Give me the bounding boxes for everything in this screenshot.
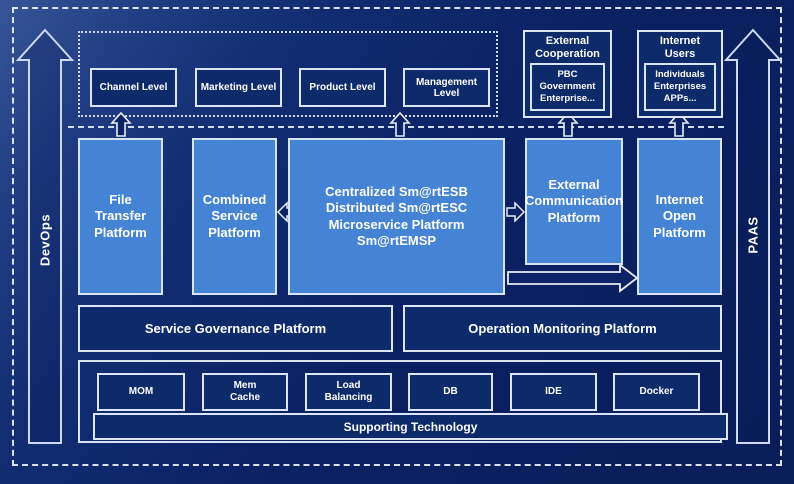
tech-box-ide: IDE (510, 373, 597, 411)
external-cooperation-box: External Cooperation PBC Government Ente… (523, 30, 612, 118)
platform-box-external-communication: External Communication Platform (525, 138, 623, 265)
supporting-technology-bar: Supporting Technology (93, 413, 728, 440)
internet-users-box: Internet Users Individuals Enterprises A… (637, 30, 723, 118)
levels-dashed-group (78, 31, 498, 117)
level-box-management: Management Level (403, 68, 490, 107)
external-cooperation-members: PBC Government Enterprise... (530, 63, 605, 111)
platform-box-file-transfer: File Transfer Platform (78, 138, 163, 295)
tech-box-db: DB (408, 373, 493, 411)
level-box-marketing: Marketing Level (195, 68, 282, 107)
platform-box-esb: Centralized Sm@rtESB Distributed Sm@rtES… (288, 138, 505, 295)
internet-users-members: Individuals Enterprises APPs... (644, 63, 716, 111)
service-governance-platform-box: Service Governance Platform (78, 305, 393, 352)
supporting-technology-tray (78, 360, 722, 443)
level-box-channel: Channel Level (90, 68, 177, 107)
platform-box-combined-service: Combined Service Platform (192, 138, 277, 295)
tech-box-docker: Docker (613, 373, 700, 411)
external-cooperation-title: External Cooperation (535, 35, 600, 60)
devops-rail-label: DevOps (37, 213, 53, 267)
tech-box-mem-cache: Mem Cache (202, 373, 288, 411)
tech-box-mom: MOM (97, 373, 185, 411)
platform-box-internet-open: Internet Open Platform (637, 138, 722, 295)
layer-separator-dashed-line (68, 126, 724, 128)
paas-rail-label: PAAS (745, 216, 761, 254)
internet-users-title: Internet Users (659, 35, 701, 60)
level-box-product: Product Level (299, 68, 386, 107)
operation-monitoring-platform-box: Operation Monitoring Platform (403, 305, 722, 352)
tech-box-load-balancing: Load Balancing (305, 373, 392, 411)
